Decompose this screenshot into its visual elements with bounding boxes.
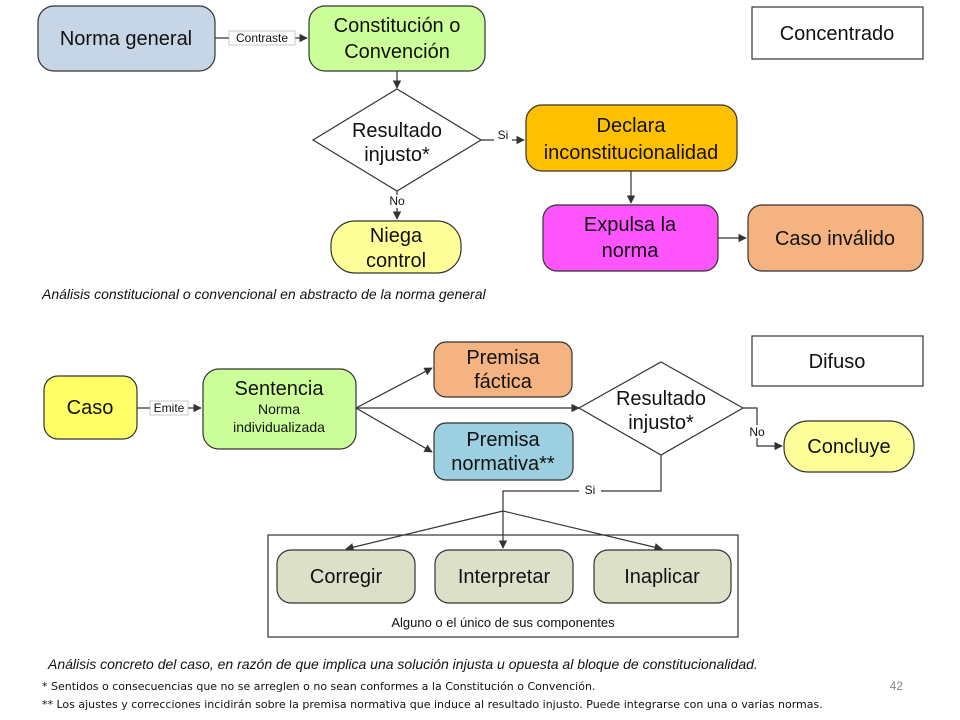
node-concluye: Concluye <box>783 420 915 473</box>
niega-label-2: control <box>366 250 426 272</box>
norma-general-label: Norma general <box>60 28 192 50</box>
edge-contraste-label: Contraste <box>236 31 288 45</box>
node-sentencia: Sentencia Norma individualizada <box>202 368 357 450</box>
resultado-label-2: injusto* <box>364 144 430 166</box>
sentencia-label: Sentencia <box>235 378 325 400</box>
constitucion-label-1: Constitución o <box>334 15 461 37</box>
node-premisa-normativa: Premisa normativa** <box>433 422 574 481</box>
edge-no-difuso: No <box>743 407 783 451</box>
declara-label-2: inconstitucionalidad <box>544 142 719 164</box>
inaplicar-label: Inaplicar <box>624 566 700 588</box>
corregir-label: Corregir <box>310 566 383 588</box>
node-interpretar: Interpretar <box>434 549 574 604</box>
difuso-caption: Análisis concreto del caso, en razón de … <box>47 656 758 672</box>
edge-no-difuso-label: No <box>749 425 765 439</box>
caso-label: Caso <box>67 397 114 419</box>
edge-no-label: No <box>389 194 405 208</box>
concluye-label: Concluye <box>807 436 890 458</box>
edge-si-difuso-label: Si <box>585 483 596 497</box>
premisa-factica-label-1: Premisa <box>466 347 540 369</box>
difuso-title: Difuso <box>809 351 866 373</box>
premisa-normativa-label-1: Premisa <box>466 429 540 451</box>
node-premisa-factica: Premisa fáctica <box>433 341 573 398</box>
constitucion-label-2: Convención <box>344 41 450 63</box>
caso-invalido-label: Caso inválido <box>775 228 895 250</box>
declara-label-1: Declara <box>597 115 667 137</box>
node-norma-general: Norma general <box>37 5 216 72</box>
resultado-label-1: Resultado <box>352 120 442 142</box>
node-resultado-difuso: Resultado injusto* <box>577 361 745 456</box>
concentrado-title-box: Concentrado <box>751 6 924 60</box>
node-inaplicar: Inaplicar <box>593 549 732 604</box>
edge-si-concentrado: Si <box>481 128 525 145</box>
concentrado-title: Concentrado <box>780 23 895 45</box>
expulsa-label-1: Expulsa la <box>584 214 677 236</box>
sentencia-sub-2: individualizada <box>233 419 325 435</box>
concentrado-section: Concentrado Norma general Constitución o… <box>37 5 924 302</box>
interpretar-label: Interpretar <box>458 566 551 588</box>
edge-to-inaplicar <box>502 510 663 552</box>
edge-sentencia-factica <box>355 367 433 409</box>
footnotes: * Sentidos o consecuencias que no se arr… <box>42 679 903 711</box>
components-group: Corregir Interpretar Inaplicar Alguno o … <box>267 534 739 638</box>
node-expulsa: Expulsa la norma <box>542 204 719 272</box>
premisa-normativa-label-2: normativa** <box>451 453 555 475</box>
footnote-one: * Sentidos o consecuencias que no se arr… <box>42 680 595 693</box>
edge-emite: Emite <box>137 400 202 416</box>
components-group-label: Alguno o el único de sus componentes <box>391 615 615 630</box>
resultado-difuso-label-2: injusto* <box>628 412 694 434</box>
difuso-title-box: Difuso <box>751 335 924 387</box>
node-caso: Caso <box>43 375 138 440</box>
node-constitucion: Constitución o Convención <box>308 5 486 72</box>
concentrado-caption: Análisis constitucional o convencional e… <box>41 286 486 302</box>
difuso-section: Difuso Caso Emite Sentencia Norma indivi… <box>43 335 924 672</box>
node-caso-invalido: Caso inválido <box>747 204 924 272</box>
niega-label-1: Niega <box>370 225 423 247</box>
node-corregir: Corregir <box>276 549 416 604</box>
node-resultado-concentrado: Resultado injusto* <box>311 88 483 192</box>
edge-no-concentrado: No <box>385 191 409 220</box>
edge-to-corregir <box>345 510 504 552</box>
page-number: 42 <box>890 679 904 693</box>
resultado-difuso-label-1: Resultado <box>616 388 706 410</box>
footnote-two: ** Los ajustes y correcciones incidirán … <box>42 698 823 711</box>
edge-emite-label: Emite <box>154 401 185 415</box>
edge-contraste: Contraste <box>215 30 308 46</box>
premisa-factica-label-2: fáctica <box>474 371 533 393</box>
expulsa-label-2: norma <box>602 240 660 262</box>
sentencia-sub-1: Norma <box>258 401 300 417</box>
edge-sentencia-normativa <box>355 407 433 453</box>
edge-si-difuso: Si <box>502 455 662 511</box>
node-declara: Declara inconstitucionalidad <box>525 104 738 172</box>
node-niega: Niega control <box>330 220 462 274</box>
edge-si-label: Si <box>498 128 509 142</box>
